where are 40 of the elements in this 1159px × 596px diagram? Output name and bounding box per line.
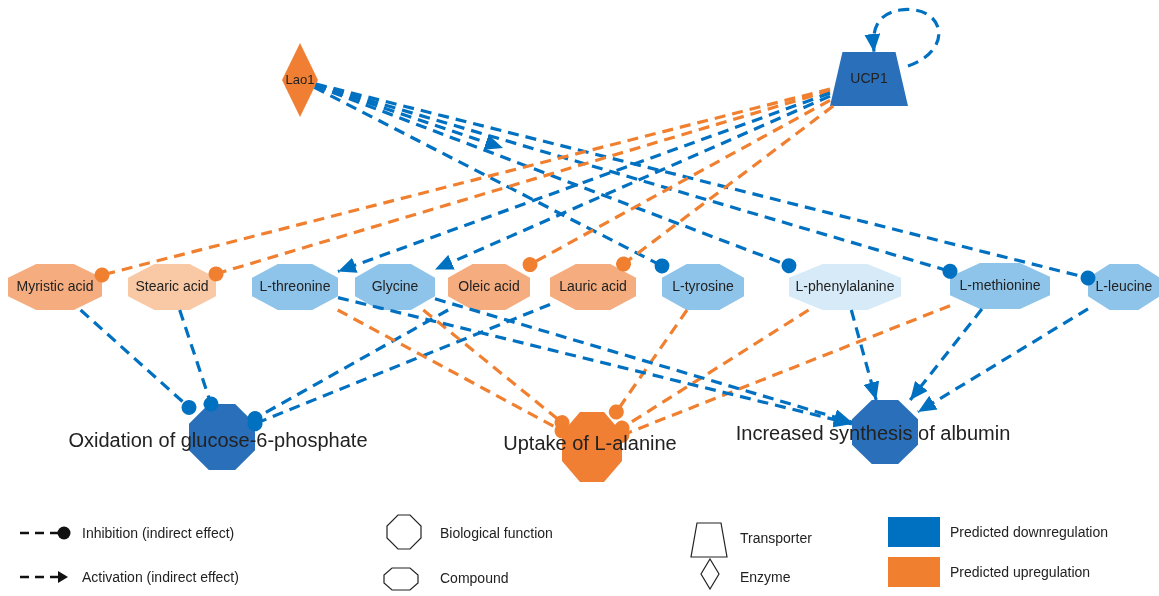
- legend-label: Transporter: [740, 530, 812, 546]
- enzyme-diamond: [282, 43, 318, 117]
- compound-octagon: [550, 264, 636, 310]
- compound-octagon: [789, 264, 901, 310]
- compound-octagon: [8, 264, 102, 310]
- node-label: Stearic acid: [135, 279, 209, 295]
- node-label: L-phenylalanine: [795, 279, 895, 295]
- transporter-trapezoid: [830, 52, 908, 106]
- activation-arrow: [315, 83, 504, 150]
- compound-octagon: [662, 264, 744, 310]
- compound-octagon: [355, 264, 435, 310]
- node-label: L-methionine: [959, 278, 1041, 294]
- activation-arrow: [434, 297, 853, 425]
- compound-octagon: [252, 264, 338, 310]
- legend-label: Compound: [440, 570, 509, 586]
- node-label: Myristic acid: [16, 279, 94, 295]
- node-label: L-tyrosine: [672, 279, 734, 295]
- node-label: Glycine: [371, 279, 419, 295]
- legend-label: Biological function: [440, 525, 553, 541]
- node-label: L-threonine: [259, 279, 331, 295]
- legend-label: Predicted upregulation: [950, 564, 1091, 580]
- legend-label: Inhibition (indirect effect): [82, 525, 235, 541]
- legend-label: Enzyme: [740, 569, 791, 585]
- node-label: Lauric acid: [559, 279, 627, 295]
- compound-octagon: [1088, 264, 1159, 310]
- compound-octagon: [128, 264, 216, 310]
- activation-arrow: [434, 94, 831, 271]
- activation-arrow: [917, 307, 1089, 414]
- activation-arrow: [908, 308, 984, 401]
- activation-arrow: [337, 296, 853, 428]
- node-label: Lao1: [285, 72, 315, 88]
- node-label: Oleic acid: [458, 279, 520, 295]
- compound-octagon: [448, 264, 530, 310]
- activation-arrow: [849, 309, 880, 401]
- node-label: L-leucine: [1095, 279, 1153, 295]
- compound-octagon: [950, 263, 1050, 309]
- legend-label: Predicted downregulation: [950, 524, 1108, 540]
- legend-label: Activation (indirect effect): [82, 569, 239, 585]
- node-label: UCP1: [850, 71, 888, 87]
- activation-arrow: [864, 8, 941, 68]
